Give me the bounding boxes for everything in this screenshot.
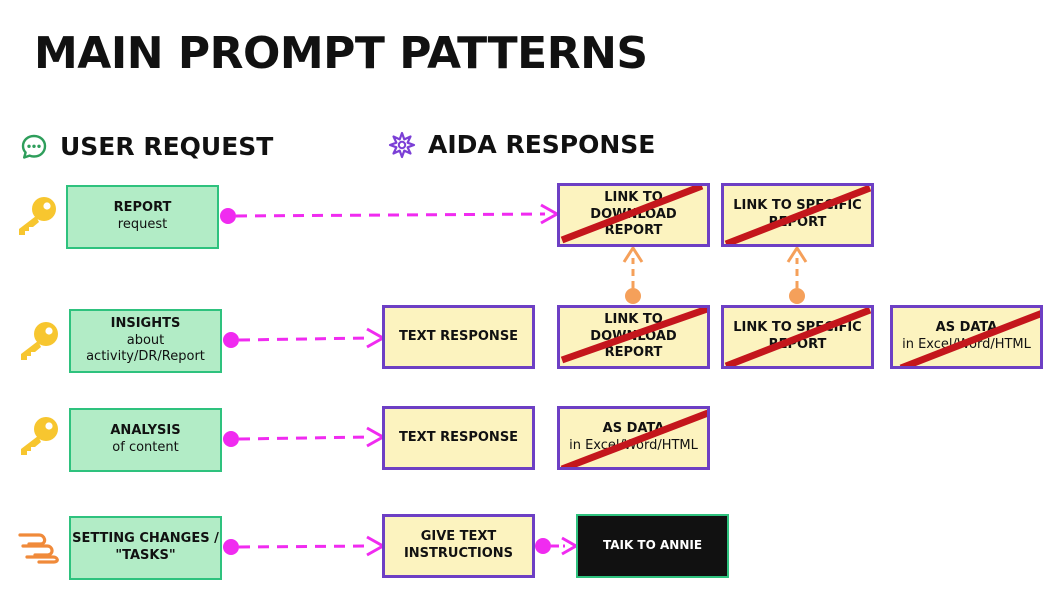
- connector-report: [220, 203, 561, 225]
- upward-arrow-specific: [786, 245, 808, 304]
- response-as-data-mid-line1: AS DATA: [935, 320, 998, 336]
- request-analysis-box: ANALYSIS of content: [69, 408, 222, 472]
- strikethrough-mark: [560, 409, 707, 467]
- response-link-download-mid-line2: REPORT: [604, 345, 663, 361]
- request-settings-box: SETTING CHANGES / "TASKS": [69, 516, 222, 580]
- response-give-text-line1: GIVE TEXT: [420, 529, 497, 545]
- sparkle-icon: [388, 131, 416, 158]
- key-icon: [21, 417, 58, 455]
- request-analysis-sub: of content: [112, 440, 179, 455]
- strikethrough-mark: [899, 310, 1040, 366]
- request-insights-box: INSIGHTS about activity/DR/Report: [69, 309, 222, 373]
- aida-response-header: AIDA RESPONSE: [388, 130, 655, 159]
- response-link-specific-top: LINK TO SPECIFIC REPORT: [721, 183, 874, 247]
- connector-instructions-to-annie: [535, 536, 580, 556]
- response-as-data-mid: AS DATA in Excel/Word/HTML: [890, 305, 1043, 369]
- connector-analysis: [223, 426, 387, 448]
- aida-response-label: AIDA RESPONSE: [428, 130, 656, 159]
- response-give-text-line2: INSTRUCTIONS: [403, 546, 514, 561]
- strikethrough-mark: [560, 308, 707, 364]
- connector-insights: [223, 327, 387, 349]
- page-title: MAIN PROMPT PATTERNS: [34, 28, 648, 79]
- response-talk-to-annie-label: TAIK TO ANNIE: [602, 538, 703, 553]
- request-insights-sub2: activity/DR/Report: [86, 349, 205, 365]
- user-request-label: USER REQUEST: [60, 132, 274, 161]
- strikethrough-mark: [724, 308, 871, 366]
- response-link-specific-mid: LINK TO SPECIFIC REPORT: [721, 305, 874, 369]
- response-text-analysis: TEXT RESPONSE: [382, 406, 535, 470]
- response-link-download-top: LINK TO DOWNLOAD REPORT: [557, 183, 710, 247]
- strikethrough-mark: [560, 186, 704, 244]
- response-link-download-top-line2: REPORT: [604, 223, 663, 239]
- connector-settings: [223, 535, 387, 557]
- response-text-insights: TEXT RESPONSE: [382, 305, 535, 369]
- response-as-data-analysis: AS DATA in Excel/Word/HTML: [557, 406, 710, 470]
- response-talk-to-annie: TAIK TO ANNIE: [576, 514, 729, 578]
- strikethrough-mark: [724, 186, 871, 244]
- request-report-sub: request: [117, 217, 168, 232]
- request-insights-sub1: about: [126, 332, 165, 348]
- key-icon: [21, 322, 58, 360]
- user-request-header: USER REQUEST: [20, 132, 273, 161]
- request-insights-title: INSIGHTS: [110, 315, 181, 331]
- response-as-data-analysis-line2: in Excel/Word/HTML: [569, 438, 698, 453]
- request-settings-line2: "TASKS": [115, 548, 176, 563]
- request-settings-line1: SETTING CHANGES /: [72, 531, 219, 547]
- request-report-title: REPORT: [113, 200, 172, 216]
- request-report-box: REPORT request: [66, 185, 219, 249]
- key-icon: [19, 197, 56, 235]
- response-text-analysis-label: TEXT RESPONSE: [398, 429, 519, 445]
- request-analysis-title: ANALYSIS: [110, 423, 181, 439]
- response-give-text-instructions: GIVE TEXT INSTRUCTIONS: [382, 514, 535, 578]
- chat-bubble-icon: [21, 134, 47, 159]
- response-link-download-mid: LINK TO DOWNLOAD REPORT: [557, 305, 710, 369]
- upward-arrow-download: [622, 245, 644, 304]
- hand-icon: [18, 533, 59, 564]
- response-text-insights-label: TEXT RESPONSE: [398, 328, 519, 344]
